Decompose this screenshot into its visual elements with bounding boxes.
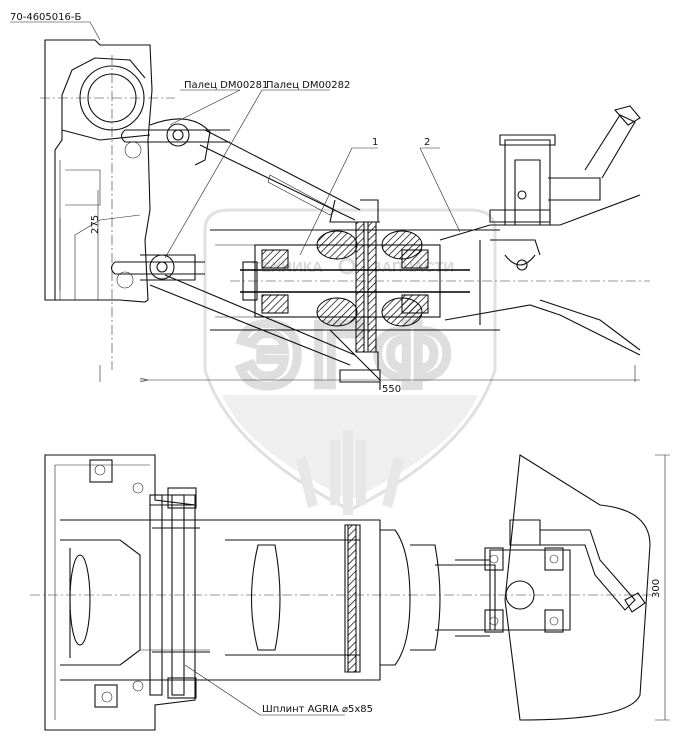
gear-icon <box>338 257 356 275</box>
watermark-shield <box>203 208 497 512</box>
hitch-head <box>439 105 641 356</box>
damper-assembly <box>210 199 650 390</box>
callout-pin-dm00281: Палец DM00281 <box>184 80 268 91</box>
side-view: 550 275 <box>10 21 650 395</box>
dim-300: 300 <box>651 579 662 598</box>
dim-550: 550 <box>382 384 401 395</box>
dim-275: 275 <box>90 215 101 234</box>
part-number-label: 70-4605016-Б <box>10 12 81 23</box>
plan-view: 300 <box>30 454 670 731</box>
callout-cotter-pin: Шплинт AGRIA ⌀5х85 <box>262 704 373 715</box>
callout-item-1: 1 <box>372 137 378 148</box>
wheat-icon <box>296 430 404 515</box>
callout-item-2: 2 <box>424 137 430 148</box>
callout-pin-dm00282: Палец DM00282 <box>266 80 350 91</box>
lower-pin <box>110 254 205 289</box>
upper-pin <box>120 118 230 166</box>
